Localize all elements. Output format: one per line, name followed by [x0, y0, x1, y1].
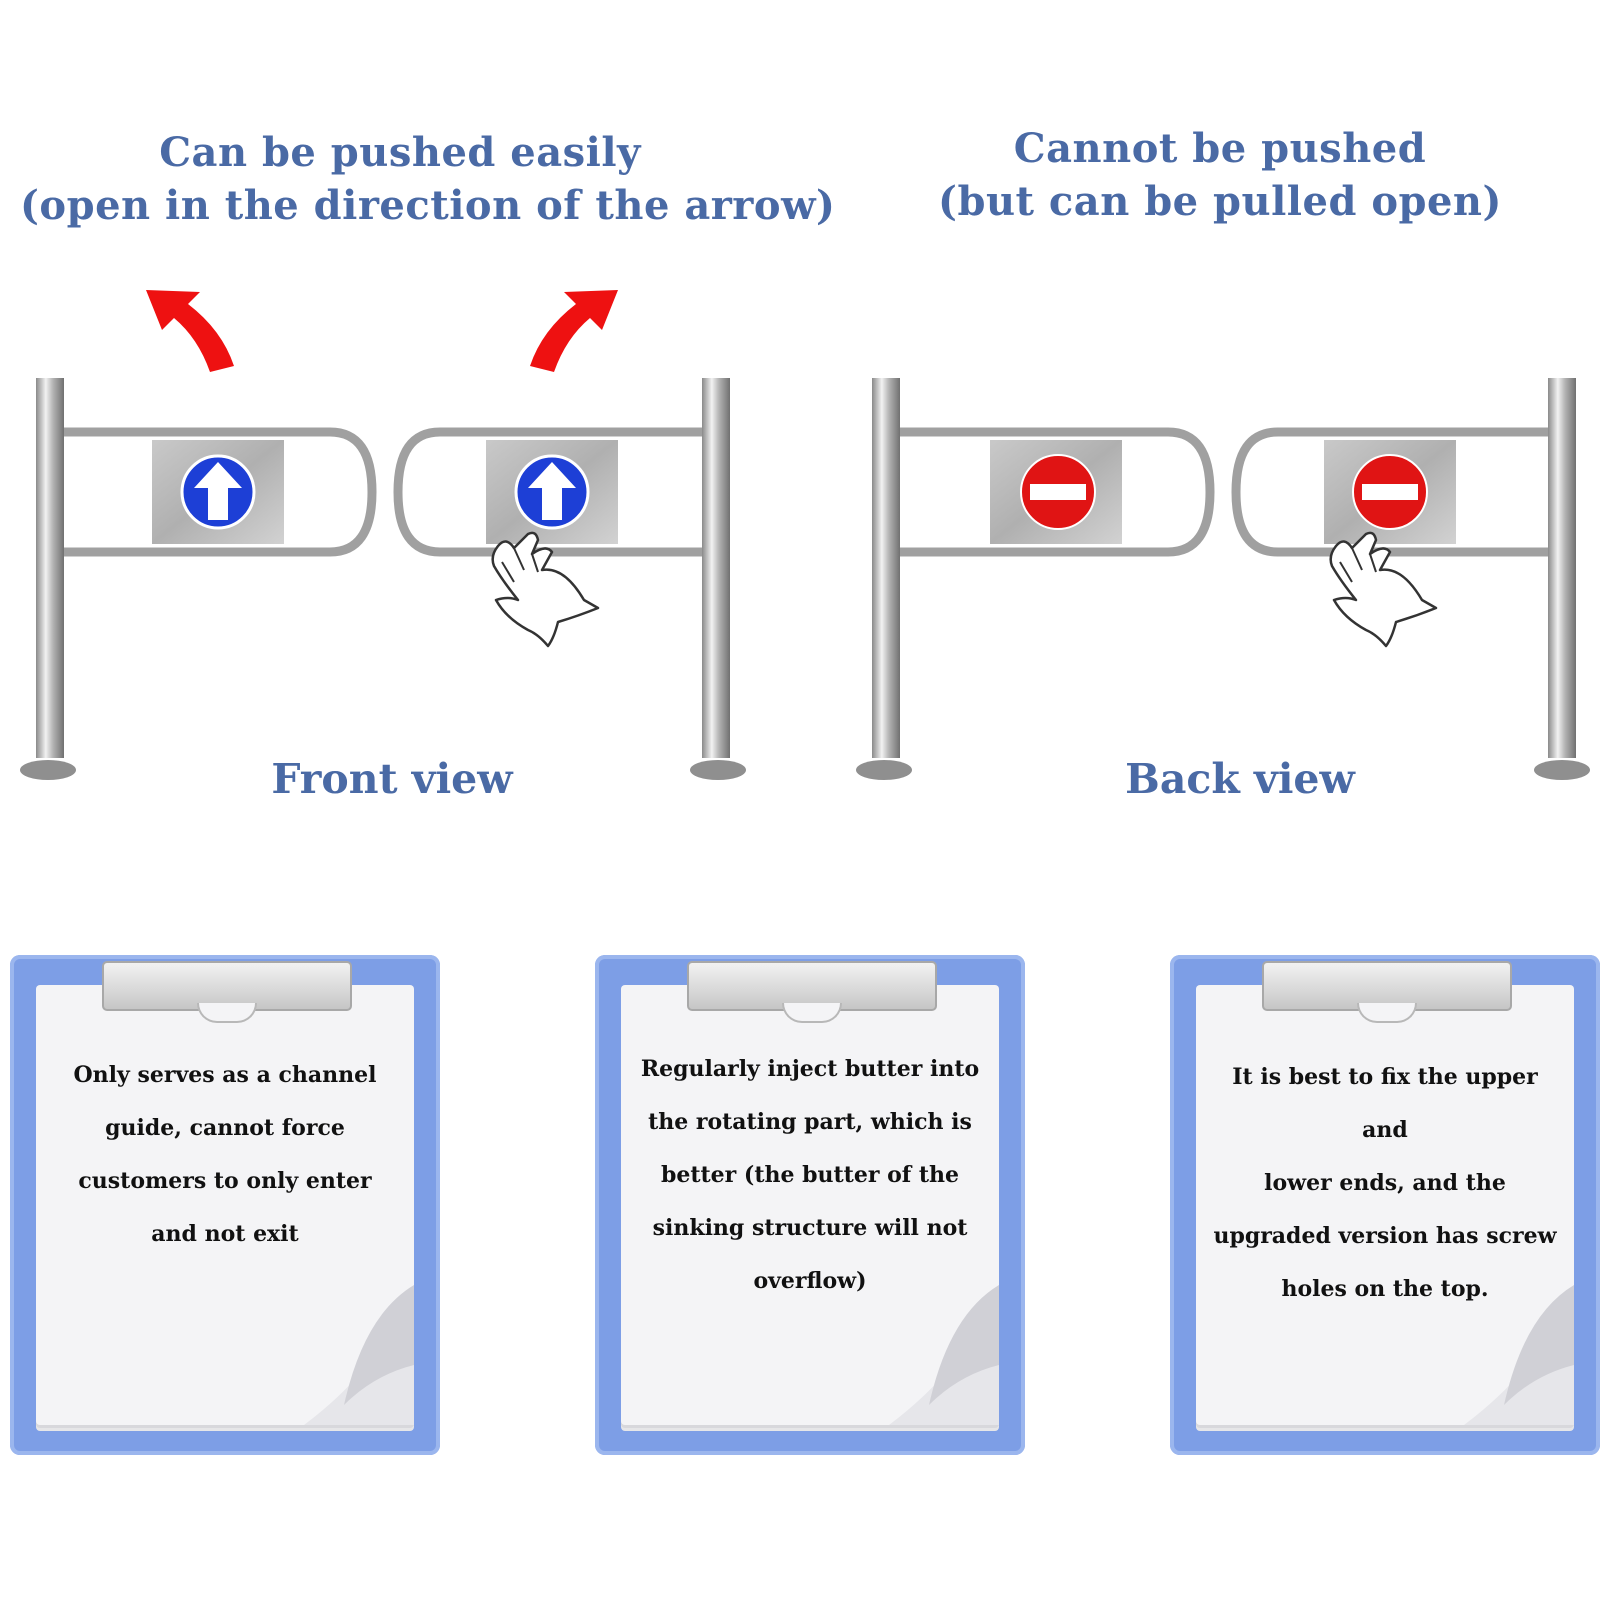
clipboard-paper	[621, 985, 999, 1425]
note-line: holes on the top.	[1281, 1276, 1489, 1302]
note-line: guide, cannot force	[105, 1115, 345, 1141]
front-view-label: Front view	[271, 755, 513, 803]
note-line: It is best to fix the upper and	[1232, 1064, 1538, 1143]
right-swing-arm	[393, 427, 702, 557]
note-line: overflow)	[753, 1268, 867, 1294]
back-heading: Cannot be pushed (but can be pulled open…	[840, 122, 1600, 228]
red-no-entry-sign-icon	[1020, 454, 1096, 530]
left-pole-base	[856, 760, 912, 780]
back-heading-line1: Cannot be pushed	[1013, 125, 1427, 172]
left-pole	[872, 378, 900, 758]
front-heading-line1: Can be pushed easily	[159, 129, 641, 176]
clipboard-paper	[36, 985, 414, 1425]
red-curved-arrow-icon	[530, 290, 618, 372]
front-heading: Can be pushed easily (open in the direct…	[20, 126, 836, 232]
right-pole-base	[690, 760, 746, 780]
back-heading-line2: (but can be pulled open)	[938, 178, 1502, 225]
note-text: Only serves as a channel guide, cannot f…	[50, 1049, 400, 1261]
note-line: better (the butter of the	[660, 1162, 960, 1188]
red-no-entry-sign-icon	[1352, 454, 1428, 530]
left-pole-base	[20, 760, 76, 780]
note-line: sinking structure will not	[652, 1215, 968, 1241]
red-curved-arrow-icon	[146, 290, 234, 372]
note-text: It is best to fix the upper and lower en…	[1210, 1051, 1560, 1316]
gate-illustrations	[20, 290, 1590, 780]
clipboard-note-3: It is best to fix the upper and lower en…	[1170, 955, 1600, 1455]
left-pole	[36, 378, 64, 758]
note-line: customers to only enter	[78, 1168, 372, 1194]
left-swing-arm	[900, 427, 1215, 557]
right-pole	[1548, 378, 1576, 758]
clipboard-note-1: Only serves as a channel guide, cannot f…	[10, 955, 440, 1455]
clipboard-paper	[1196, 985, 1574, 1425]
page-curl-icon	[1464, 1285, 1574, 1425]
page-curl-icon	[304, 1285, 414, 1425]
note-line: upgraded version has screw	[1213, 1223, 1557, 1249]
note-line: and not exit	[151, 1221, 299, 1247]
clipboard-note-2: Regularly inject butter into the rotatin…	[595, 955, 1025, 1455]
front-heading-line2: (open in the direction of the arrow)	[20, 182, 836, 229]
note-line: lower ends, and the	[1264, 1170, 1506, 1196]
right-swing-arm	[1231, 427, 1548, 557]
right-pole	[702, 378, 730, 758]
note-text: Regularly inject butter into the rotatin…	[635, 1043, 985, 1308]
note-line: Only serves as a channel	[73, 1062, 377, 1088]
back-view-label: Back view	[1125, 755, 1355, 803]
left-swing-arm	[64, 427, 377, 557]
note-line: the rotating part, which is	[648, 1109, 972, 1135]
page-curl-icon	[889, 1285, 999, 1425]
blue-up-arrow-sign-icon	[514, 454, 590, 530]
front-gate	[20, 290, 746, 780]
back-gate	[856, 378, 1590, 780]
note-line: Regularly inject butter into	[640, 1056, 980, 1082]
right-pole-base	[1534, 760, 1590, 780]
blue-up-arrow-sign-icon	[180, 454, 256, 530]
